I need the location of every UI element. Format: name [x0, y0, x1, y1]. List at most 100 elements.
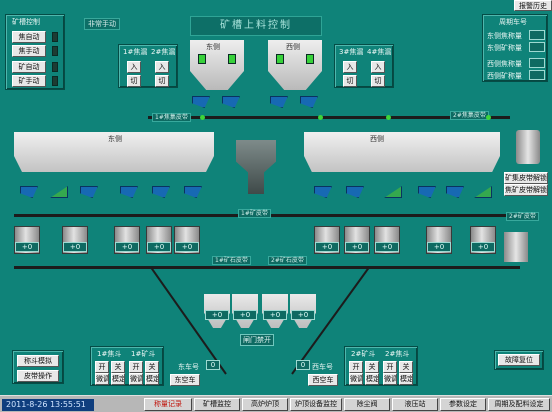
bin-feeder-e1	[20, 186, 38, 198]
skip-chute-right-line	[291, 266, 370, 375]
top-hopper-west-ind-1	[276, 54, 284, 64]
east-coke-weigh-label: 东侧焦称量	[487, 32, 522, 40]
east-coke-weigh-value	[529, 30, 545, 40]
bin-feeder-w5	[446, 186, 464, 198]
ore-auto-button[interactable]: 矿自动	[12, 61, 46, 73]
belt-mid-label: 1#矿皮带	[238, 209, 271, 218]
alarm-history-button[interactable]: 报警历史	[514, 0, 552, 11]
coke-hopper-2-in-button[interactable]: 入	[155, 61, 169, 73]
coke-manual-indicator	[52, 46, 58, 56]
coke-hopper-panel-right: 3#焦漏 4#焦漏 入 入 切 切	[334, 44, 394, 88]
mill-e4-value: +0	[147, 242, 171, 252]
coke-hopper-4-in-button[interactable]: 入	[371, 61, 385, 73]
coke-bucket-2-fine-button[interactable]: 微调	[383, 373, 397, 385]
coke-ore-belt-release-button[interactable]: 焦矿皮带解锁	[504, 184, 548, 196]
mill-w1-value: +0	[315, 242, 339, 252]
skip-chute-left-line	[150, 266, 227, 375]
belt-dot-3	[386, 115, 391, 120]
footer-cycle-batch-button[interactable]: 周期及配料设定	[488, 398, 550, 411]
weigh-simulation-button[interactable]: 称斗模拟	[17, 355, 59, 367]
top-hopper-east-label: 东侧	[206, 43, 220, 51]
coke-bucket-1-mode-button[interactable]: 模定	[111, 373, 125, 385]
belt-dot-2	[318, 115, 323, 120]
belt-low-left-label: 1#矿石皮带	[212, 256, 251, 265]
footer-weigh-record-button[interactable]: 称量记录	[144, 398, 192, 411]
skip-chute	[150, 266, 370, 375]
ore-bucket-1-close-button[interactable]: 关	[145, 361, 159, 373]
belt-top-right	[240, 116, 510, 119]
bottom-left-control: 1#焦斗 1#矿斗 开 关 开 关 微调 模定 微调 模定	[90, 346, 164, 386]
footer-dust-valve-button[interactable]: 除尘阀	[344, 398, 390, 411]
coke-hopper-3-in-button[interactable]: 入	[343, 61, 357, 73]
gate-lock-button[interactable]: 闸门禁开	[240, 334, 274, 346]
mill-e3-value: +0	[115, 242, 139, 252]
coke-hopper-4-label: 4#焦漏	[367, 48, 392, 56]
bin-row-east-label: 东侧	[108, 135, 122, 143]
mill-w2-value: +0	[345, 242, 369, 252]
footer-top-equipment-button[interactable]: 炉顶设备监控	[290, 398, 342, 411]
east-empty-car-button[interactable]: 东空车	[170, 374, 200, 386]
coke-auto-button[interactable]: 焦自动	[12, 31, 46, 43]
coke-bucket-1-fine-button[interactable]: 微调	[95, 373, 109, 385]
belt-top-right-label: 2#焦集皮带	[450, 111, 489, 120]
ore-bucket-2-open-button[interactable]: 开	[349, 361, 363, 373]
mill-w5-value: +0	[471, 242, 495, 252]
coke-bucket-1-close-button[interactable]: 关	[111, 361, 125, 373]
coke-manual-button[interactable]: 焦手动	[12, 45, 46, 57]
coke-hopper-1-label: 1#焦漏	[123, 48, 148, 56]
right-side-bin	[516, 130, 540, 164]
east-ore-weigh-value	[529, 42, 545, 52]
coke-bucket-2-open-button[interactable]: 开	[383, 361, 397, 373]
ore-bucket-2-fine-button[interactable]: 微调	[349, 373, 363, 385]
coke-bucket-1-open-button[interactable]: 开	[95, 361, 109, 373]
coke-hopper-1-cut-button[interactable]: 切	[127, 75, 141, 87]
coke-hopper-2-label: 2#焦漏	[151, 48, 176, 56]
emergency-manual-button[interactable]: 非常手动	[84, 18, 120, 30]
footer-bin-monitor-button[interactable]: 矿槽监控	[194, 398, 240, 411]
ore-bucket-2-mode-button[interactable]: 模定	[365, 373, 379, 385]
bin-feeder-e4	[120, 186, 138, 198]
bottom-hopper-2-value: +0	[233, 310, 257, 320]
ore-belt-release-button[interactable]: 矿集皮带解锁	[504, 172, 548, 184]
coke-hopper-4-cut-button[interactable]: 切	[371, 75, 385, 87]
mine-control-header: 矿槽控制	[12, 18, 40, 26]
footer-params-button[interactable]: 参数设定	[440, 398, 486, 411]
bottom-hopper-3-value: +0	[263, 310, 287, 320]
ore-bucket-1-label: 1#矿斗	[131, 350, 156, 358]
belt-operation-button[interactable]: 皮带操作	[17, 370, 59, 382]
bin-feeder-w3	[384, 186, 402, 198]
west-empty-car-button[interactable]: 西空车	[308, 374, 338, 386]
fault-reset-button[interactable]: 故障复位	[498, 354, 540, 366]
bin-feeder-e6	[184, 186, 202, 198]
bottom-hopper-1-value: +0	[205, 310, 229, 320]
footer-hydraulic-button[interactable]: 液压站	[392, 398, 438, 411]
coke-hopper-2-cut-button[interactable]: 切	[155, 75, 169, 87]
ore-bucket-2-label: 2#矿斗	[351, 350, 376, 358]
cycle-car-header: 周期车号	[499, 18, 527, 26]
top-hopper-west-label: 西侧	[286, 43, 300, 51]
bottom-right-control: 2#矿斗 2#焦斗 开 关 开 关 微调 模定 微调 模定	[344, 346, 418, 386]
belt-low	[14, 266, 520, 269]
ore-bucket-1-open-button[interactable]: 开	[129, 361, 143, 373]
ore-bucket-1-fine-button[interactable]: 微调	[129, 373, 143, 385]
coke-bucket-2-close-button[interactable]: 关	[399, 361, 413, 373]
ore-bucket-1-mode-button[interactable]: 模定	[145, 373, 159, 385]
ore-manual-indicator	[52, 76, 58, 86]
sim-panel: 称斗模拟 皮带操作	[12, 350, 64, 384]
coke-hopper-1-in-button[interactable]: 入	[127, 61, 141, 73]
coke-hopper-3-cut-button[interactable]: 切	[343, 75, 357, 87]
west-ore-weigh-label: 西侧矿称量	[487, 72, 522, 80]
east-car-label: 东车号	[178, 363, 199, 371]
west-coke-weigh-label: 西侧焦称量	[487, 60, 522, 68]
ore-manual-button[interactable]: 矿手动	[12, 75, 46, 87]
bin-feeder-w1	[314, 186, 332, 198]
footer-furnace-top-button[interactable]: 高炉炉顶	[242, 398, 288, 411]
fault-reset-panel: 故障复位	[494, 350, 544, 370]
coke-bucket-2-mode-button[interactable]: 模定	[399, 373, 413, 385]
coke-bucket-2-label: 2#焦斗	[385, 350, 410, 358]
ore-bucket-2-close-button[interactable]: 关	[365, 361, 379, 373]
top-feeder-1	[192, 96, 210, 108]
mill-w3-value: +0	[375, 242, 399, 252]
page-title: 矿槽上料控制	[190, 16, 322, 36]
status-datetime: 2011-8-26 13:55:51	[2, 399, 94, 411]
